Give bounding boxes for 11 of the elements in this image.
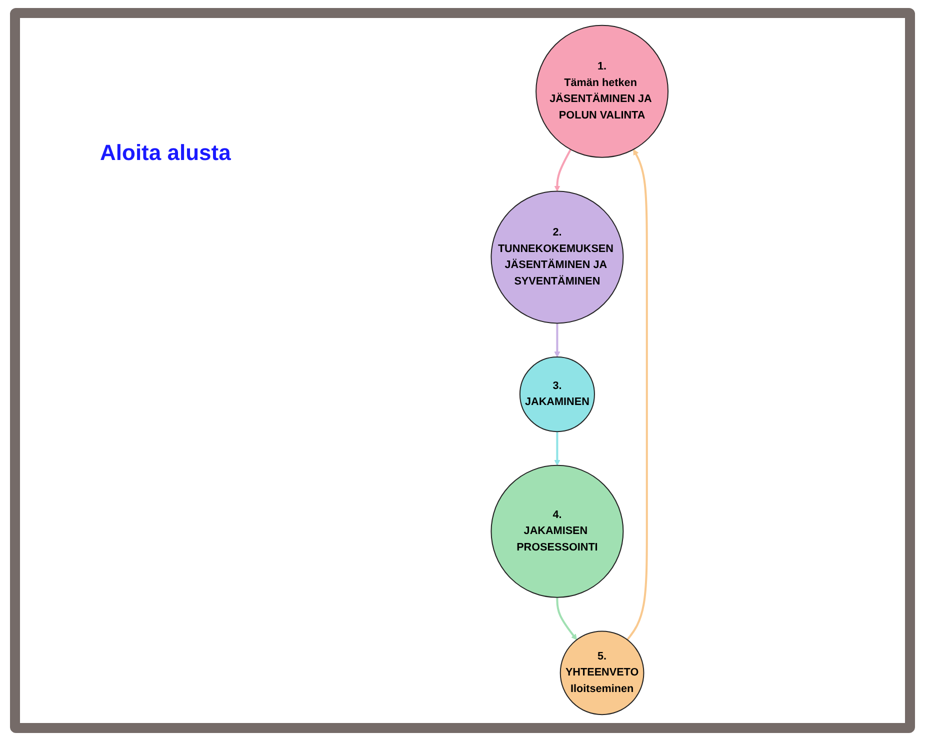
arrow	[554, 323, 561, 358]
note-text: Aloita alusta	[100, 140, 231, 166]
arrow	[554, 148, 572, 192]
node-circle: 1. Tämän hetken JÄSENTÄMINEN JA POLUN VALINTA	[536, 24, 669, 158]
arrow	[556, 597, 578, 640]
node-circle: 2. TUNNEKOKEMUKSEN JÄSENTÄMINEN JA SYVENTÄMINEN	[491, 190, 624, 324]
arrow	[554, 432, 561, 466]
node-circle: 3. JAKAMINEN	[520, 356, 596, 432]
node-circle: 4. JAKAMISEN PROSESSOINTI	[491, 464, 624, 598]
node-circle: 5. YHTEENVETO Iloitseminen	[560, 630, 645, 716]
arrow	[626, 149, 648, 640]
